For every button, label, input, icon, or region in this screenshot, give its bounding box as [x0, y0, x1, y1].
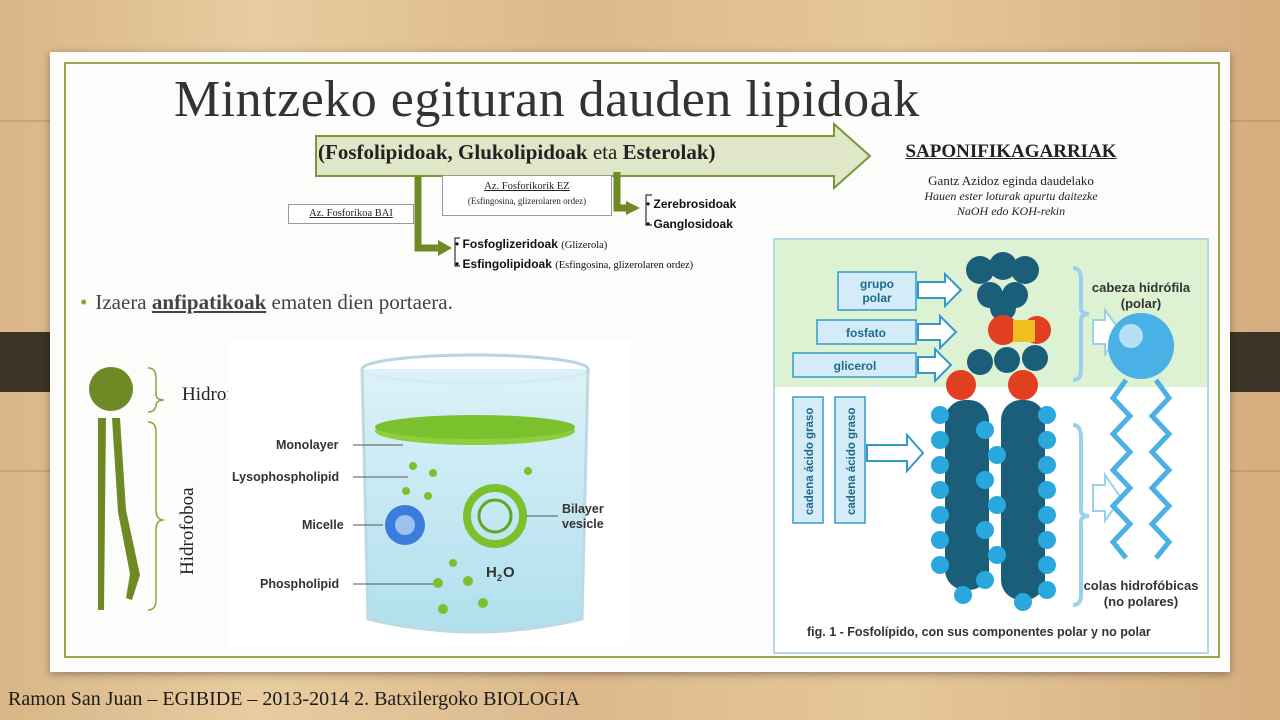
fatty-acid-chain-1: cadena ácido graso	[804, 408, 816, 515]
head-label-1: cabeza hidrófila	[1092, 280, 1191, 295]
tail-label-1: colas hidrofóbicas	[1084, 578, 1199, 593]
amphipathic-term: anfipatikoak	[151, 290, 267, 314]
phosphoric-no-note: (Esfingosina, glizerolaren ordez)	[467, 196, 587, 206]
list-item: • Fosfoglizeridoak (Glizerola)	[455, 237, 608, 251]
amphipathic-bullet: •Izaera anfipatikoak ematen dien portaer…	[80, 290, 453, 314]
slide-title: Mintzeko egituran dauden lipidoak	[174, 71, 920, 128]
phospholipid-label: Phospholipid	[260, 577, 339, 591]
slide-frame	[64, 62, 1220, 658]
phosphate-label: fosfato	[846, 326, 886, 340]
bullet-icon: •	[80, 290, 88, 314]
saponifiable-heading: SAPONIFIKAGARRIAK	[905, 141, 1117, 162]
polar-group-label-1: grupo	[860, 277, 894, 291]
conjunction: eta	[587, 140, 623, 164]
paren-open: (	[318, 140, 325, 164]
main-arrow-text: (Fosfolipidoak, Glukolipidoak eta Estero…	[318, 140, 716, 165]
hydrophobic-label: Hidrofoboa	[177, 487, 198, 575]
fatty-acid-chain-2: cadena ácido graso	[846, 408, 858, 515]
list-item: • Ganglosidoak	[646, 217, 733, 231]
water-label-h: H	[486, 564, 497, 581]
paren-close: )	[708, 140, 716, 164]
head-label-2: (polar)	[1121, 296, 1161, 311]
phosphoric-yes-box: Az. Fosforikoa BAI	[288, 204, 414, 224]
glycerol-label: glicerol	[834, 359, 877, 373]
sterols-label: Esterolak	[622, 140, 709, 164]
vesicle-label: vesicle	[562, 517, 604, 531]
footer-credit: Ramon San Juan – EGIBIDE – 2013-2014 2. …	[8, 688, 580, 710]
water-label-o: O	[503, 564, 515, 581]
phospho-glyco-label: Fosfolipidoak, Glukolipidoak	[325, 140, 588, 164]
saponifiable-line1: Gantz Azidoz eginda daudelako	[928, 173, 1094, 188]
bilayer-label: Bilayer	[562, 502, 604, 516]
beaker-illustration: Monolayer Lysophospholipid Micelle Phosp…	[228, 341, 630, 646]
list-item: • Esfingolipidoak (Esfingosina, glizerol…	[455, 257, 694, 271]
micelle-label: Micelle	[302, 518, 344, 532]
monolayer-label: Monolayer	[276, 438, 339, 452]
lysophospholipid-label: Lysophospholipid	[232, 470, 339, 484]
main-arrow-shape	[315, 122, 872, 190]
phosphoric-list: • Fosfoglizeridoak (Glizerola) • Esfingo…	[455, 235, 693, 275]
water-label-sub: 2	[497, 573, 502, 583]
lipid-molecule-icon	[89, 367, 165, 611]
phospholipid-figure: grupo polar fosfato glicerol cadena ácid…	[773, 238, 1209, 654]
phosphoric-no-label: Az. Fosforikorik EZ	[484, 181, 570, 192]
saponifiable-block: SAPONIFIKAGARRIAK Gantz Azidoz eginda da…	[880, 141, 1142, 219]
non-phosphoric-list: • Zerebrosidoak • Ganglosidoak	[646, 194, 736, 234]
phosphoric-no-box: Az. Fosforikorik EZ (Esfingosina, glizer…	[442, 175, 612, 216]
saponifiable-line2: Hauen ester loturak apurtu daitezke	[924, 189, 1098, 203]
figure-caption: fig. 1 - Fosfolípido, con sus componente…	[807, 625, 1151, 639]
saponifiable-line3: NaOH edo KOH-rekin	[956, 204, 1066, 218]
tail-label-2: (no polares)	[1104, 594, 1178, 609]
polar-group-label-2: polar	[862, 291, 892, 305]
phosphoric-yes-label: Az. Fosforikoa BAI	[309, 208, 393, 219]
list-item: • Zerebrosidoak	[646, 197, 737, 211]
